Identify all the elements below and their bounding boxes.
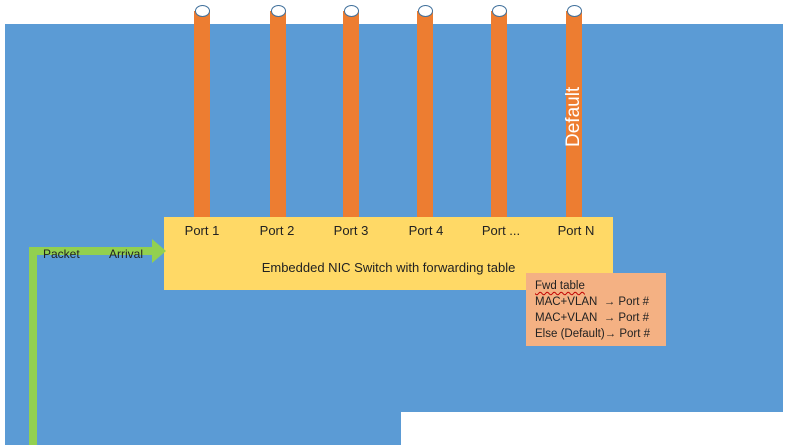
pipe-cap-2: [271, 5, 286, 17]
pipe-cap-n: [567, 5, 582, 17]
port-label-3: Port 3: [333, 223, 369, 238]
fwd-table-row: MAC+VLAN → Port #: [535, 312, 650, 324]
port-pipe-3: [343, 11, 359, 217]
port-pipe-n: [566, 11, 582, 217]
fwd-table-box: Fwd table MAC+VLAN → Port # MAC+VLAN → P…: [526, 273, 666, 346]
fwd-table-row: Else (Default)→ Port #: [535, 328, 651, 340]
port-label-2: Port 2: [259, 223, 295, 238]
fwd-table-row: MAC+VLAN → Port #: [535, 296, 650, 308]
fwd-table-title: Fwd table: [535, 280, 585, 292]
switch-title: Embedded NIC Switch with forwarding tabl…: [261, 260, 516, 275]
packet-label: Packet: [43, 247, 80, 261]
port-label-5: Port ...: [481, 223, 521, 238]
nic-background-lower: [5, 412, 401, 445]
port-pipe-2: [270, 11, 286, 217]
pipe-cap-3: [344, 5, 359, 17]
port-pipe-4: [417, 11, 433, 217]
pipe-cap-1: [195, 5, 210, 17]
port-label-4: Port 4: [408, 223, 444, 238]
port-label-n: Port N: [557, 223, 595, 238]
arrival-label: Arrival: [109, 247, 144, 261]
port-pipe-1: [194, 11, 210, 217]
pipe-cap-4: [418, 5, 433, 17]
packet-arrival-arrow-shape: [29, 239, 166, 445]
pipe-cap-5: [492, 5, 507, 17]
port-label-1: Port 1: [184, 223, 220, 238]
port-pipe-5: [491, 11, 507, 217]
